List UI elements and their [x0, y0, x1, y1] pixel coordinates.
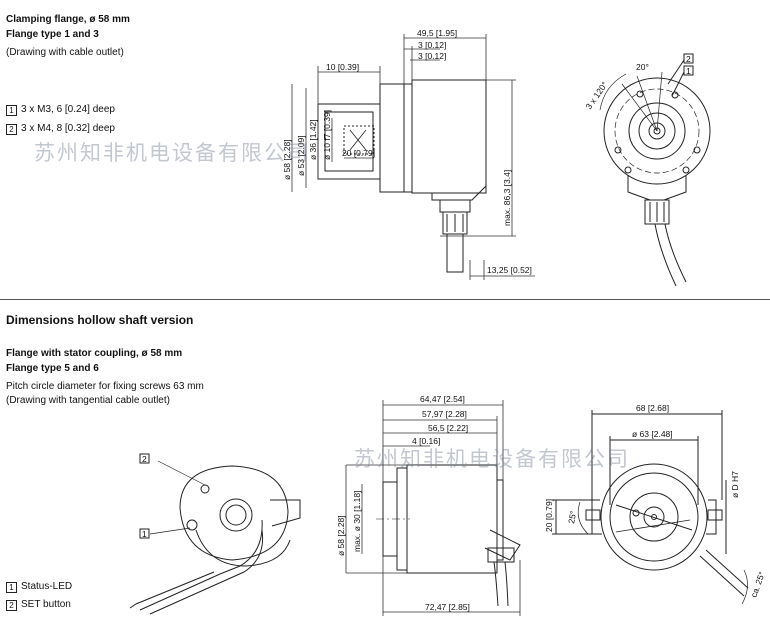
top-dim-shaft-length: 10 [0.39]	[326, 62, 359, 72]
bottom-note-2: (Drawing with tangential cable outlet)	[6, 395, 170, 406]
bottom-persp-callout-2: 2	[142, 454, 147, 464]
top-side-view	[317, 79, 487, 273]
bottom-legend-item: 2 SET button	[6, 599, 71, 611]
bottom-dim-length-with-cable: 72,47 [2.85]	[425, 602, 470, 612]
top-front-callout-2: 2	[686, 54, 691, 64]
top-dim-flange-diameter: ø 53 [2.09]	[296, 135, 306, 176]
bottom-front-dim-height: 20 [0.79]	[544, 499, 554, 532]
legend-text: Status-LED	[21, 581, 73, 592]
legend-number-box: 2	[6, 600, 17, 611]
bottom-title-2: Flange type 5 and 6	[6, 363, 99, 374]
legend-text: 3 x M4, 8 [0.32] deep	[21, 123, 115, 134]
top-dim-max-height: max. 86,3 [3.4]	[502, 170, 512, 226]
section-divider	[0, 299, 770, 300]
bottom-dim-bore-diameter: max. ø 30 [1.18]	[352, 491, 362, 552]
top-front-view	[599, 53, 711, 287]
bottom-dim-overall-2: 57,97 [2.28]	[422, 409, 467, 419]
bottom-front-angle: 25°	[566, 510, 578, 524]
top-dim-spigot-diameter: ø 36 [1.42]	[308, 119, 318, 160]
bottom-dimension-lines	[345, 400, 521, 616]
top-dim-overall-length: 49,5 [1.95]	[417, 28, 457, 38]
legend-number-box: 1	[6, 105, 17, 116]
bottom-legend-item: 1 Status-LED	[6, 581, 72, 593]
watermark: 苏州知非机电设备有限公司	[34, 141, 310, 165]
top-front-angle-pattern: 3 x 120°	[583, 80, 609, 111]
top-title-2: Flange type 1 and 3	[6, 29, 99, 40]
bottom-note-1: Pitch circle diameter for fixing screws …	[6, 381, 204, 392]
bottom-dim-overall-3: 56,5 [2.22]	[428, 423, 468, 433]
bottom-front-dim-bore: ø D H7	[730, 471, 740, 498]
bottom-dim-body-diameter: ø 58 [2.28]	[336, 515, 346, 556]
top-dim-body-diameter: ø 58 [2.28]	[282, 139, 292, 180]
bottom-side-view	[376, 464, 521, 607]
watermark: 苏州知非机电设备有限公司	[354, 447, 630, 471]
top-title-1: Clamping flange, ø 58 mm	[6, 14, 130, 25]
bottom-title-1: Flange with stator coupling, ø 58 mm	[6, 348, 183, 359]
legend-text: 3 x M3, 6 [0.24] deep	[21, 104, 115, 115]
bottom-front-view	[552, 410, 749, 605]
section-title: Dimensions hollow shaft version	[6, 313, 194, 327]
top-note: (Drawing with cable outlet)	[6, 47, 124, 58]
legend-text: SET button	[21, 599, 71, 610]
bottom-perspective-view	[129, 453, 301, 615]
bottom-front-cable-angle: ca. 25°	[748, 570, 766, 598]
top-dim-flange-2: 3 [0.12]	[418, 51, 446, 61]
legend-number-box: 1	[6, 582, 17, 593]
top-legend-item: 1 3 x M3, 6 [0.24] deep	[6, 104, 115, 116]
top-front-angle: 20°	[636, 62, 649, 72]
bottom-persp-callout-1: 1	[142, 529, 147, 539]
top-dim-cable-offset: 13,25 [0.52]	[487, 265, 532, 275]
bottom-dim-flange: 4 [0.16]	[412, 436, 440, 446]
top-dim-flange-1: 3 [0.12]	[418, 40, 446, 50]
top-legend-item: 2 3 x M4, 8 [0.32] deep	[6, 123, 115, 135]
top-dimension-lines	[291, 34, 535, 280]
top-dim-shaft-diameter: ø 10 f7 [0.39]	[322, 110, 332, 160]
bottom-front-dim-pitch-circle: ø 63 [2.48]	[632, 429, 673, 439]
top-front-callout-1: 1	[686, 66, 691, 76]
bottom-front-dim-width: 68 [2.68]	[636, 403, 669, 413]
bottom-dim-overall-1: 64,47 [2.54]	[420, 394, 465, 404]
top-dim-shaft-section: 20 [0.79]	[342, 148, 375, 158]
legend-number-box: 2	[6, 124, 17, 135]
